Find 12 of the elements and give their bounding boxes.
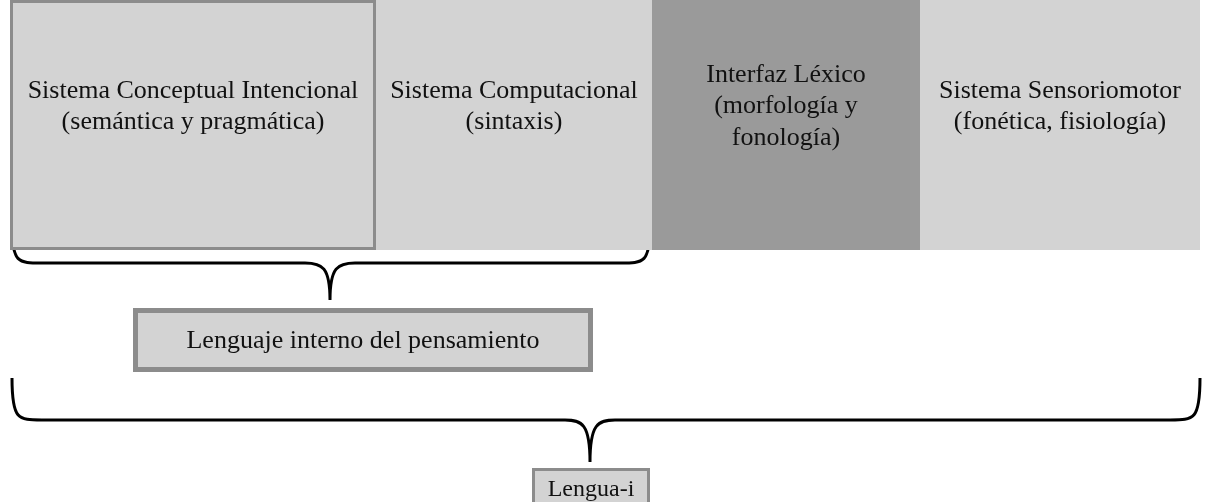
box-label: Interfaz Léxico (morfología y fonología) [705,58,867,152]
box-label: Lenguaje interno del pensamiento [186,324,540,356]
box-label: Lengua-i [547,473,635,502]
box-label: Sistema Computacional (sintaxis) [389,73,639,137]
text-box [532,468,650,502]
text-box [133,308,593,372]
box-label: Sistema Sensoriomotor (fonética, fisiología) [938,73,1182,137]
text-box [376,0,652,250]
box-label: Sistema Conceptual Intencional (semántica y pragmática) [26,73,360,137]
text-box [10,0,376,250]
text-box [920,0,1200,250]
text-box [652,0,920,250]
